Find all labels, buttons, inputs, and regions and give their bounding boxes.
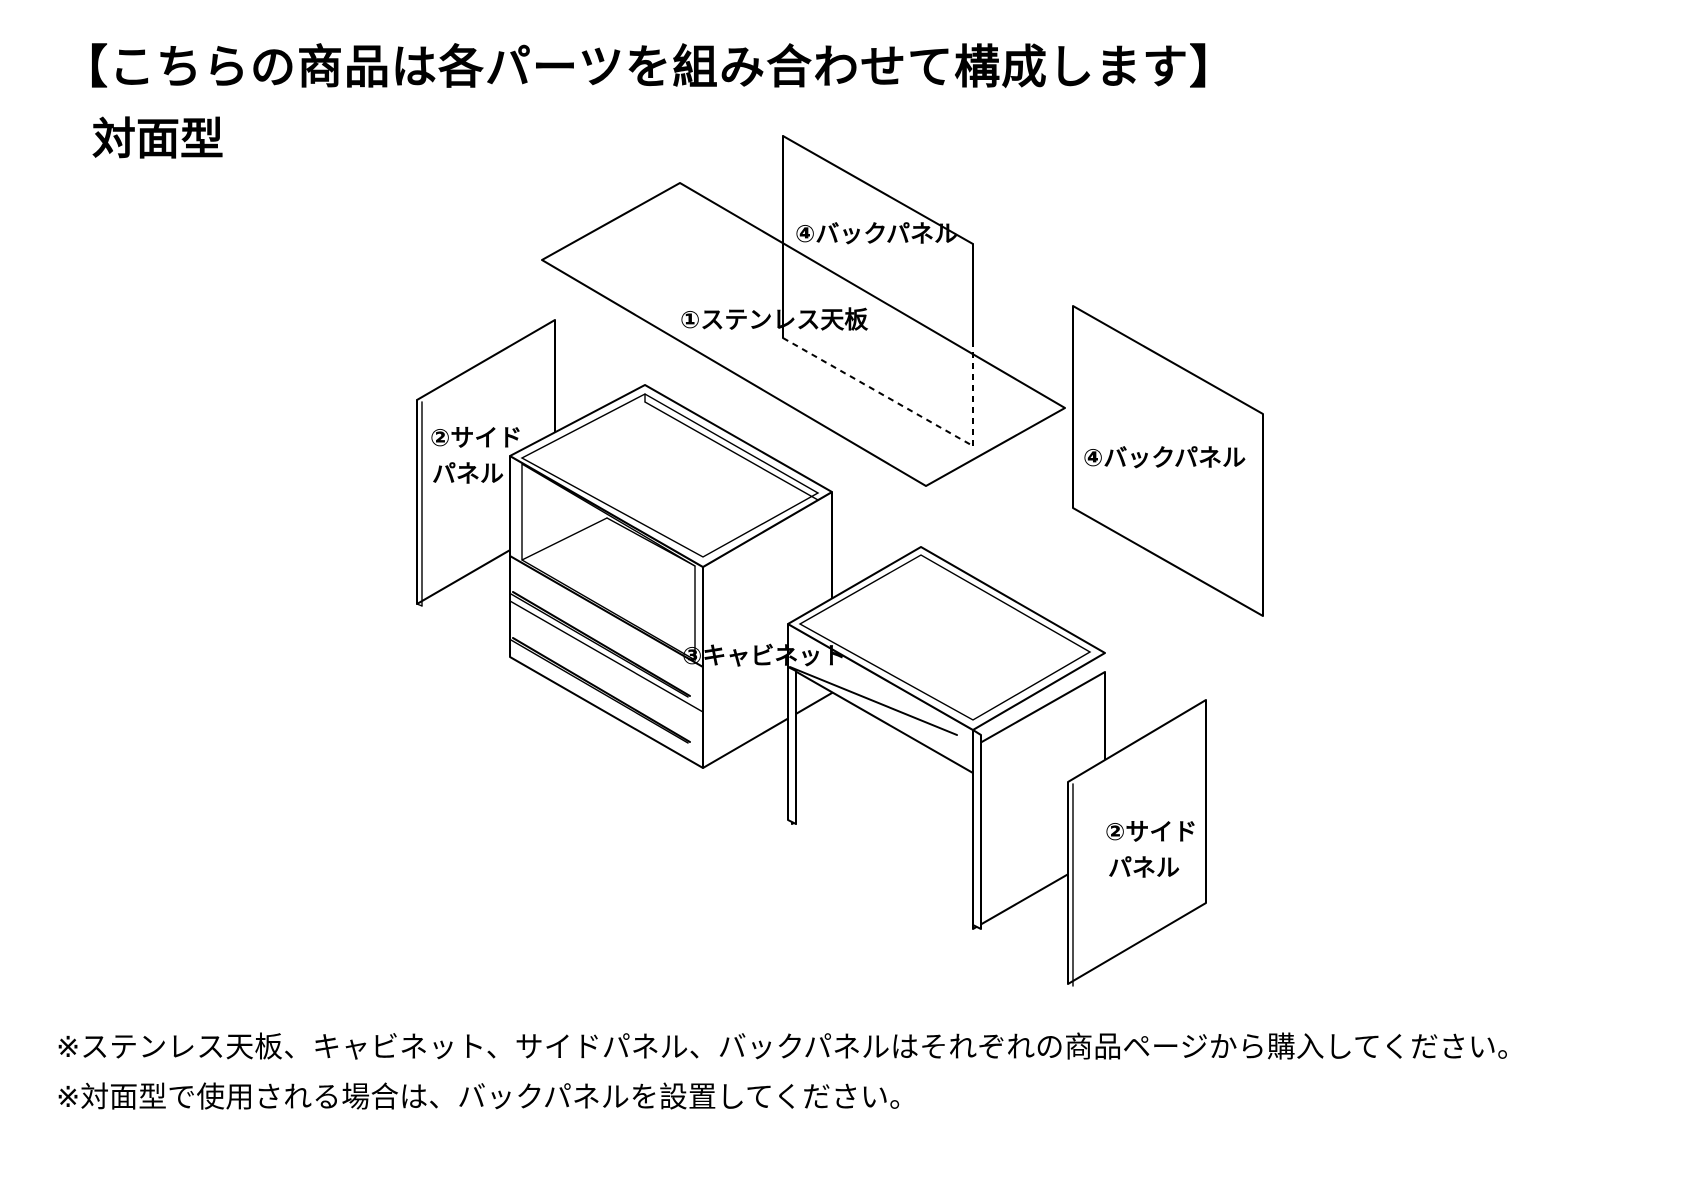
note-back-panel: ※対面型で使用される場合は、バックパネルを設置してください。: [56, 1080, 919, 1114]
back-panel-right: [1072, 305, 1264, 617]
page-title: 【こちらの商品は各パーツを組み合わせて構成します】: [62, 40, 1237, 94]
label-cabinet: ③キャビネット: [682, 642, 846, 670]
note-purchase: ※ステンレス天板、キャビネット、サイドパネル、バックパネルはそれぞれの商品ページ…: [56, 1030, 1526, 1064]
page-subtitle: 対面型: [92, 114, 224, 165]
label-side-panel-left-1: ②サイド: [430, 424, 522, 452]
label-side-panel-left-2: パネル: [432, 460, 504, 488]
cabinet-right: [787, 546, 1106, 930]
back-panel-upper: [782, 135, 974, 447]
cabinet-left: [509, 384, 833, 769]
top-plate: [541, 182, 1066, 487]
label-top-plate: ①ステンレス天板: [680, 306, 869, 334]
label-side-panel-right-1: ②サイド: [1105, 818, 1197, 846]
label-back-panel-upper: ④バックパネル: [795, 220, 958, 248]
label-back-panel-right: ④バックパネル: [1083, 444, 1246, 472]
label-side-panel-right-2: パネル: [1108, 854, 1180, 882]
side-panel-right: [1067, 699, 1207, 987]
